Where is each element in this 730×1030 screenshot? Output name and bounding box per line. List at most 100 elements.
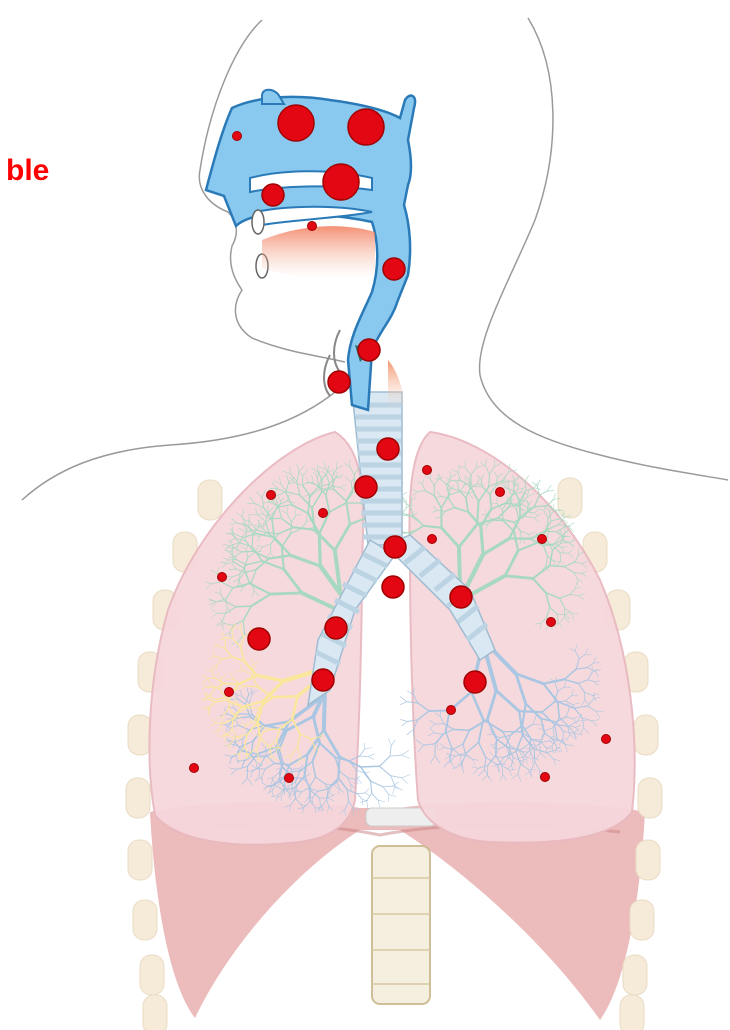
rib-segment (623, 955, 647, 995)
bronchiole (402, 750, 409, 755)
bronchiole (519, 711, 542, 712)
marker-right-main-bronchus (450, 586, 472, 608)
marker-left-main-bronchus (325, 617, 347, 639)
bronchiole (229, 560, 237, 561)
marker-left-bronchus-lower (312, 669, 334, 691)
marker-left-lung-yellow-zone (225, 688, 234, 697)
marker-left-lung-middle (248, 628, 270, 650)
bronchiole (527, 512, 534, 513)
bronchiole (367, 801, 368, 808)
marker-trachea-upper (377, 438, 399, 460)
bronchiole (560, 553, 561, 561)
bronchiole (481, 526, 483, 554)
bronchiole (257, 755, 266, 756)
marker-left-lung-upper-2 (319, 509, 328, 518)
bronchiole (380, 756, 391, 766)
bronchiole (365, 793, 370, 796)
bronchiole (292, 769, 299, 770)
bronchiole (378, 800, 385, 802)
marker-left-lung-lower-1 (190, 764, 199, 773)
marker-left-lung-upper-1 (267, 491, 276, 500)
rib-segment (636, 840, 660, 880)
bronchiole (361, 766, 380, 767)
bronchiole (371, 781, 383, 787)
bronchiole (554, 493, 556, 499)
bronchiole (550, 566, 565, 567)
marker-right-lung-upper-2 (496, 488, 505, 497)
bronchiole (246, 708, 259, 709)
bronchiole (540, 491, 548, 495)
bronchiole (400, 702, 407, 705)
bronchiole (534, 488, 540, 490)
bronchiole (477, 502, 478, 525)
marker-right-lung-middle (547, 618, 556, 627)
marker-nasal-cavity-upper-left (278, 105, 314, 141)
bronchiole (547, 485, 551, 491)
bronchiole (273, 696, 297, 697)
bronchiole (270, 544, 271, 553)
marker-palate (308, 222, 317, 231)
bronchiole (402, 775, 410, 778)
marker-right-lung-upper-1 (423, 466, 432, 475)
marker-pharynx (383, 258, 405, 280)
bronchiole (319, 534, 320, 566)
rib-segment (140, 955, 164, 995)
rib-segment (558, 478, 582, 518)
marker-trachea-lower (384, 536, 406, 558)
bronchiole (400, 697, 407, 702)
marker-carina (382, 576, 404, 598)
bronchiole (310, 790, 311, 801)
bronchiole (383, 786, 393, 787)
rib-segment (133, 900, 157, 940)
bronchiole (372, 793, 379, 800)
rib-segment (126, 778, 150, 818)
marker-trachea-middle (355, 476, 377, 498)
bronchiole (295, 788, 296, 799)
bronchiole (389, 739, 392, 746)
marker-nasal-cavity-lower-right (323, 164, 359, 200)
bronchiole (360, 801, 367, 803)
bronchiole (324, 690, 325, 730)
caption-text: ble (6, 154, 49, 187)
marker-larynx-lower (328, 371, 350, 393)
rib-segment (143, 995, 167, 1030)
bronchiole (365, 748, 372, 750)
bronchiole (267, 729, 279, 730)
marker-right-lung-lower-2 (602, 735, 611, 744)
rib-segment (634, 715, 658, 755)
bronchiole (224, 684, 239, 685)
bronchiole (368, 757, 374, 760)
bronchiole (338, 757, 339, 779)
bronchiole (236, 606, 251, 607)
bronchiole (360, 749, 365, 756)
bronchiole (242, 551, 254, 552)
marker-nose-tip (233, 132, 242, 141)
marker-left-lung-lower-2 (285, 774, 294, 783)
bronchiole (391, 740, 395, 746)
bronchiole (361, 767, 371, 781)
bronchiole (390, 746, 391, 756)
bronchiole (378, 800, 379, 807)
bronchiole (271, 593, 302, 594)
bronchiole (402, 722, 408, 726)
bronchiole (435, 724, 444, 725)
bronchiole (454, 729, 470, 730)
oral-cavity (262, 226, 375, 279)
bronchiole (389, 795, 396, 797)
bronchiole (568, 523, 574, 526)
bronchiole (390, 755, 402, 756)
rib-segment (620, 995, 644, 1030)
bronchiole (225, 642, 226, 649)
marker-right-bronchus-lower (464, 671, 486, 693)
bronchiole (365, 789, 369, 793)
bronchiole (391, 776, 402, 778)
bronchiole (383, 787, 389, 795)
rib-segment (638, 778, 662, 818)
marker-right-lung-lower-1 (447, 706, 456, 715)
bronchiole (270, 518, 281, 519)
bronchiole (525, 476, 529, 482)
bronchiole (401, 720, 408, 722)
bronchiole (358, 793, 365, 794)
right-lung (409, 432, 634, 843)
